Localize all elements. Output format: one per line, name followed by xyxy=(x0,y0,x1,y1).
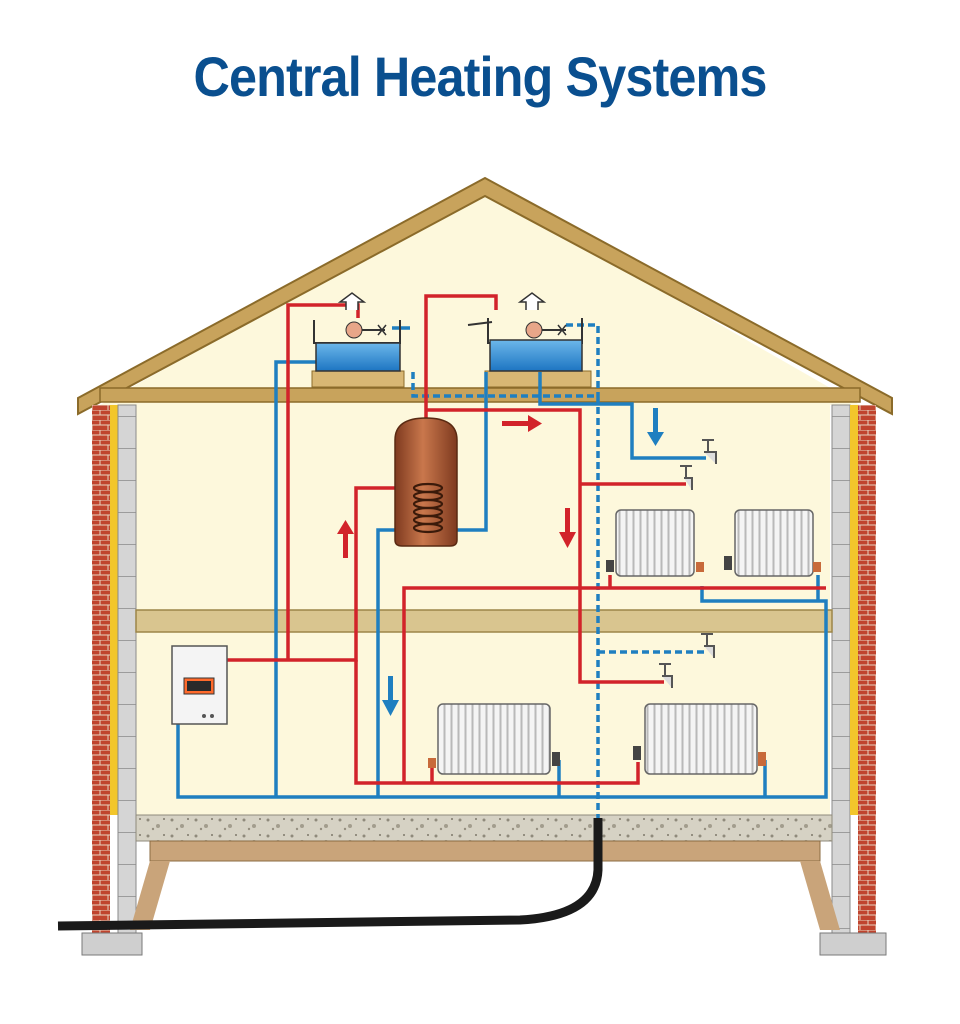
downstairs-radiator-2 xyxy=(633,703,766,775)
upstairs-radiator-1 xyxy=(606,509,704,577)
hot-water-cylinder xyxy=(394,417,458,547)
foundations xyxy=(81,932,887,956)
flow-arrow-down-red xyxy=(559,508,576,548)
hot-water-pipes xyxy=(227,294,826,785)
mains-supply-pipe xyxy=(57,818,603,931)
flow-arrow-up-red xyxy=(337,520,354,558)
upstairs-cold-tap xyxy=(702,439,717,464)
ground-floor-slab xyxy=(130,814,840,930)
upstairs-hot-tap xyxy=(680,465,693,490)
downstairs-cold-tap xyxy=(701,633,715,658)
left-wall xyxy=(92,404,137,936)
downstairs-radiator-1 xyxy=(428,703,560,775)
cold-water-pipes xyxy=(176,323,828,818)
page-title: Central Heating Systems xyxy=(193,45,767,108)
heating-coil xyxy=(412,482,444,534)
flow-arrow-down-blue-lower xyxy=(382,676,399,716)
feed-and-expansion-tank xyxy=(313,292,401,372)
flow-arrow-down-blue-upper xyxy=(647,408,664,446)
right-wall xyxy=(831,404,876,936)
cold-water-storage-tank xyxy=(467,292,583,372)
wall-mounted-boiler xyxy=(171,645,228,725)
downstairs-hot-tap xyxy=(659,663,673,688)
first-floor xyxy=(135,609,833,633)
upstairs-radiator-2 xyxy=(724,509,821,577)
flow-arrow-right-red xyxy=(502,415,542,432)
